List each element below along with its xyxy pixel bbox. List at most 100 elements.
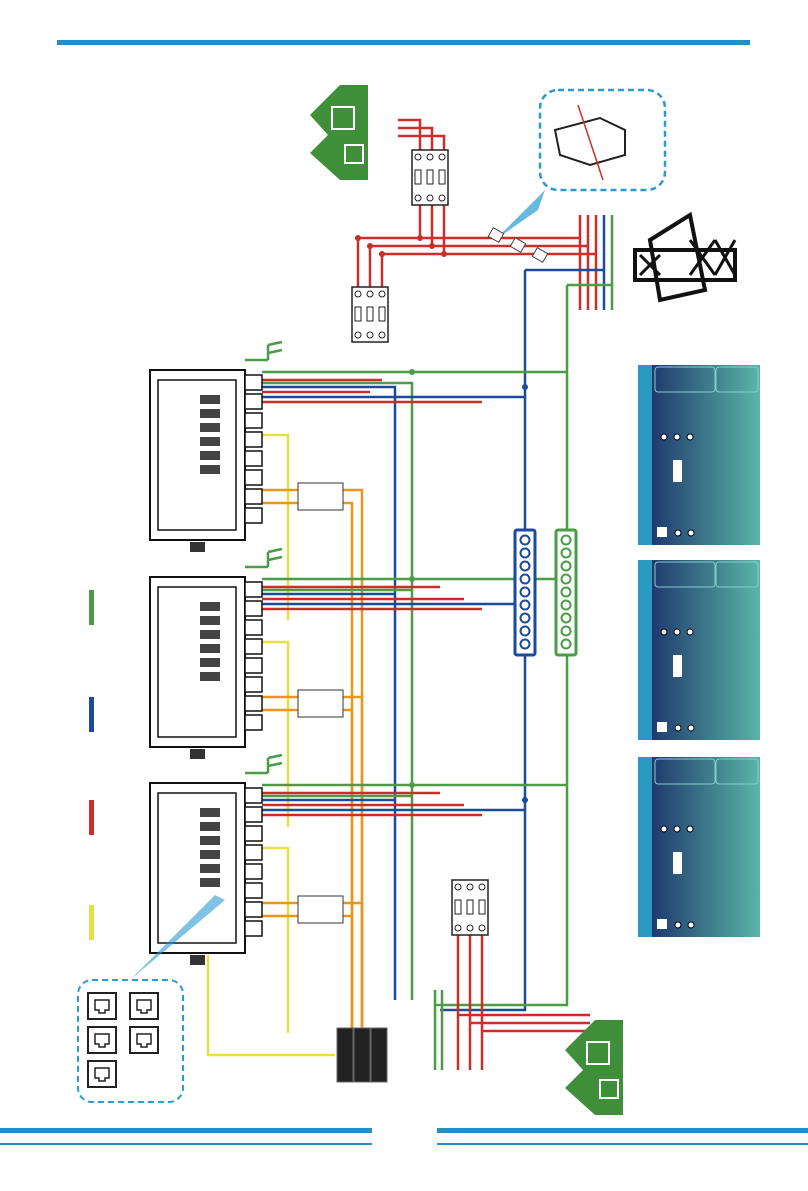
cable-gland xyxy=(245,883,262,898)
cable-gland xyxy=(245,508,262,523)
cable-gland xyxy=(245,845,262,860)
junction-dot xyxy=(409,782,415,788)
inverter-foot xyxy=(190,542,205,552)
busbar-hole xyxy=(562,614,571,623)
panel-dot xyxy=(675,922,681,928)
rj45-port-icon xyxy=(130,1027,158,1053)
terminal-block xyxy=(200,465,220,474)
grid-breaker-icon xyxy=(352,287,388,342)
busbar-hole xyxy=(521,601,530,610)
terminal-block xyxy=(200,616,220,625)
terminal-block xyxy=(200,644,220,653)
cable-gland xyxy=(245,601,262,616)
panel-dot xyxy=(675,530,681,536)
busbar-hole xyxy=(521,549,530,558)
cable-gland xyxy=(245,864,262,879)
pv-breaker-icon xyxy=(298,483,343,510)
earth-symbol-icon xyxy=(245,549,282,567)
pv-wire xyxy=(343,710,352,1028)
rj45-port-icon xyxy=(130,993,158,1019)
cable-gland xyxy=(245,658,262,673)
panel-frame xyxy=(638,560,652,740)
earth-symbol-icon xyxy=(245,342,282,360)
pv-wire xyxy=(343,916,352,1028)
footer-bar-left xyxy=(0,1128,372,1133)
footer-bar-right xyxy=(437,1128,808,1133)
panel-dot xyxy=(687,434,693,440)
busbar-hole xyxy=(562,549,571,558)
rj45-port-icon xyxy=(88,993,116,1019)
panel-dot xyxy=(688,922,694,928)
terminal-block xyxy=(200,672,220,681)
panel-dot xyxy=(661,826,667,832)
busbar-hole xyxy=(521,536,530,545)
terminal-block xyxy=(200,864,220,873)
panel-marker xyxy=(673,852,682,874)
pv-wire xyxy=(343,503,352,1028)
footer-line-right xyxy=(437,1143,808,1145)
terminal-block xyxy=(200,409,220,418)
terminal-block xyxy=(200,602,220,611)
header-bar xyxy=(57,40,750,45)
ct-clamp-icon xyxy=(510,238,525,253)
cable-gland xyxy=(245,902,262,917)
busbar-hole xyxy=(521,614,530,623)
junction-dot xyxy=(417,235,423,241)
inverter-icon xyxy=(150,577,262,759)
busbar-hole xyxy=(562,562,571,571)
house-shape xyxy=(565,1020,623,1115)
legend-swatch xyxy=(89,905,94,940)
panel-dot xyxy=(675,725,681,731)
junction-dot xyxy=(355,235,361,241)
junction-dot xyxy=(441,251,447,257)
cable-gland xyxy=(245,394,262,409)
earth-symbol-icon xyxy=(245,755,282,773)
busbar-hole xyxy=(521,562,530,571)
panel-marker xyxy=(673,655,682,677)
busbar-hole xyxy=(562,601,571,610)
cable-gland xyxy=(245,375,262,390)
junction-dot xyxy=(409,369,415,375)
busbar-hole xyxy=(562,575,571,584)
cable-gland xyxy=(245,696,262,711)
terminal-block xyxy=(200,423,220,432)
terminal-block xyxy=(200,451,220,460)
terminal-block xyxy=(200,836,220,845)
neutral-busbar-icon xyxy=(515,530,535,655)
cable-gland xyxy=(245,788,262,803)
junction-dot xyxy=(409,576,415,582)
meter-icon xyxy=(371,1028,387,1082)
panel-arrow-box xyxy=(657,527,667,537)
rj45-port-icon xyxy=(88,1027,116,1053)
breaker-toggle xyxy=(415,170,421,184)
busbar-hole xyxy=(521,640,530,649)
panel-dot xyxy=(687,826,693,832)
cable-gland xyxy=(245,582,262,597)
earth-busbar-icon xyxy=(556,530,576,655)
breaker-toggle xyxy=(439,170,445,184)
cable-gland xyxy=(245,715,262,730)
house-backup-icon xyxy=(565,1020,623,1115)
junction-dot xyxy=(379,251,385,257)
legend-swatch xyxy=(89,800,94,835)
panel-dot xyxy=(687,629,693,635)
panel-dot xyxy=(661,434,667,440)
terminal-block xyxy=(200,395,220,404)
cable-gland xyxy=(245,620,262,635)
pv-breaker-icon xyxy=(298,896,343,923)
terminal-block xyxy=(200,808,220,817)
busbar-hole xyxy=(521,588,530,597)
inverter-icon xyxy=(150,783,262,965)
busbar-hole xyxy=(562,536,571,545)
cable-gland xyxy=(245,639,262,654)
cable-gland xyxy=(245,826,262,841)
terminal-block xyxy=(200,850,220,859)
legend-swatch xyxy=(89,697,94,732)
pv-panel-icon xyxy=(638,365,760,545)
rj45-port-icon xyxy=(88,1061,116,1087)
breaker-toggle xyxy=(427,170,433,184)
cable-gland xyxy=(245,489,262,504)
panel-dot xyxy=(674,434,680,440)
panel-frame xyxy=(638,365,652,545)
